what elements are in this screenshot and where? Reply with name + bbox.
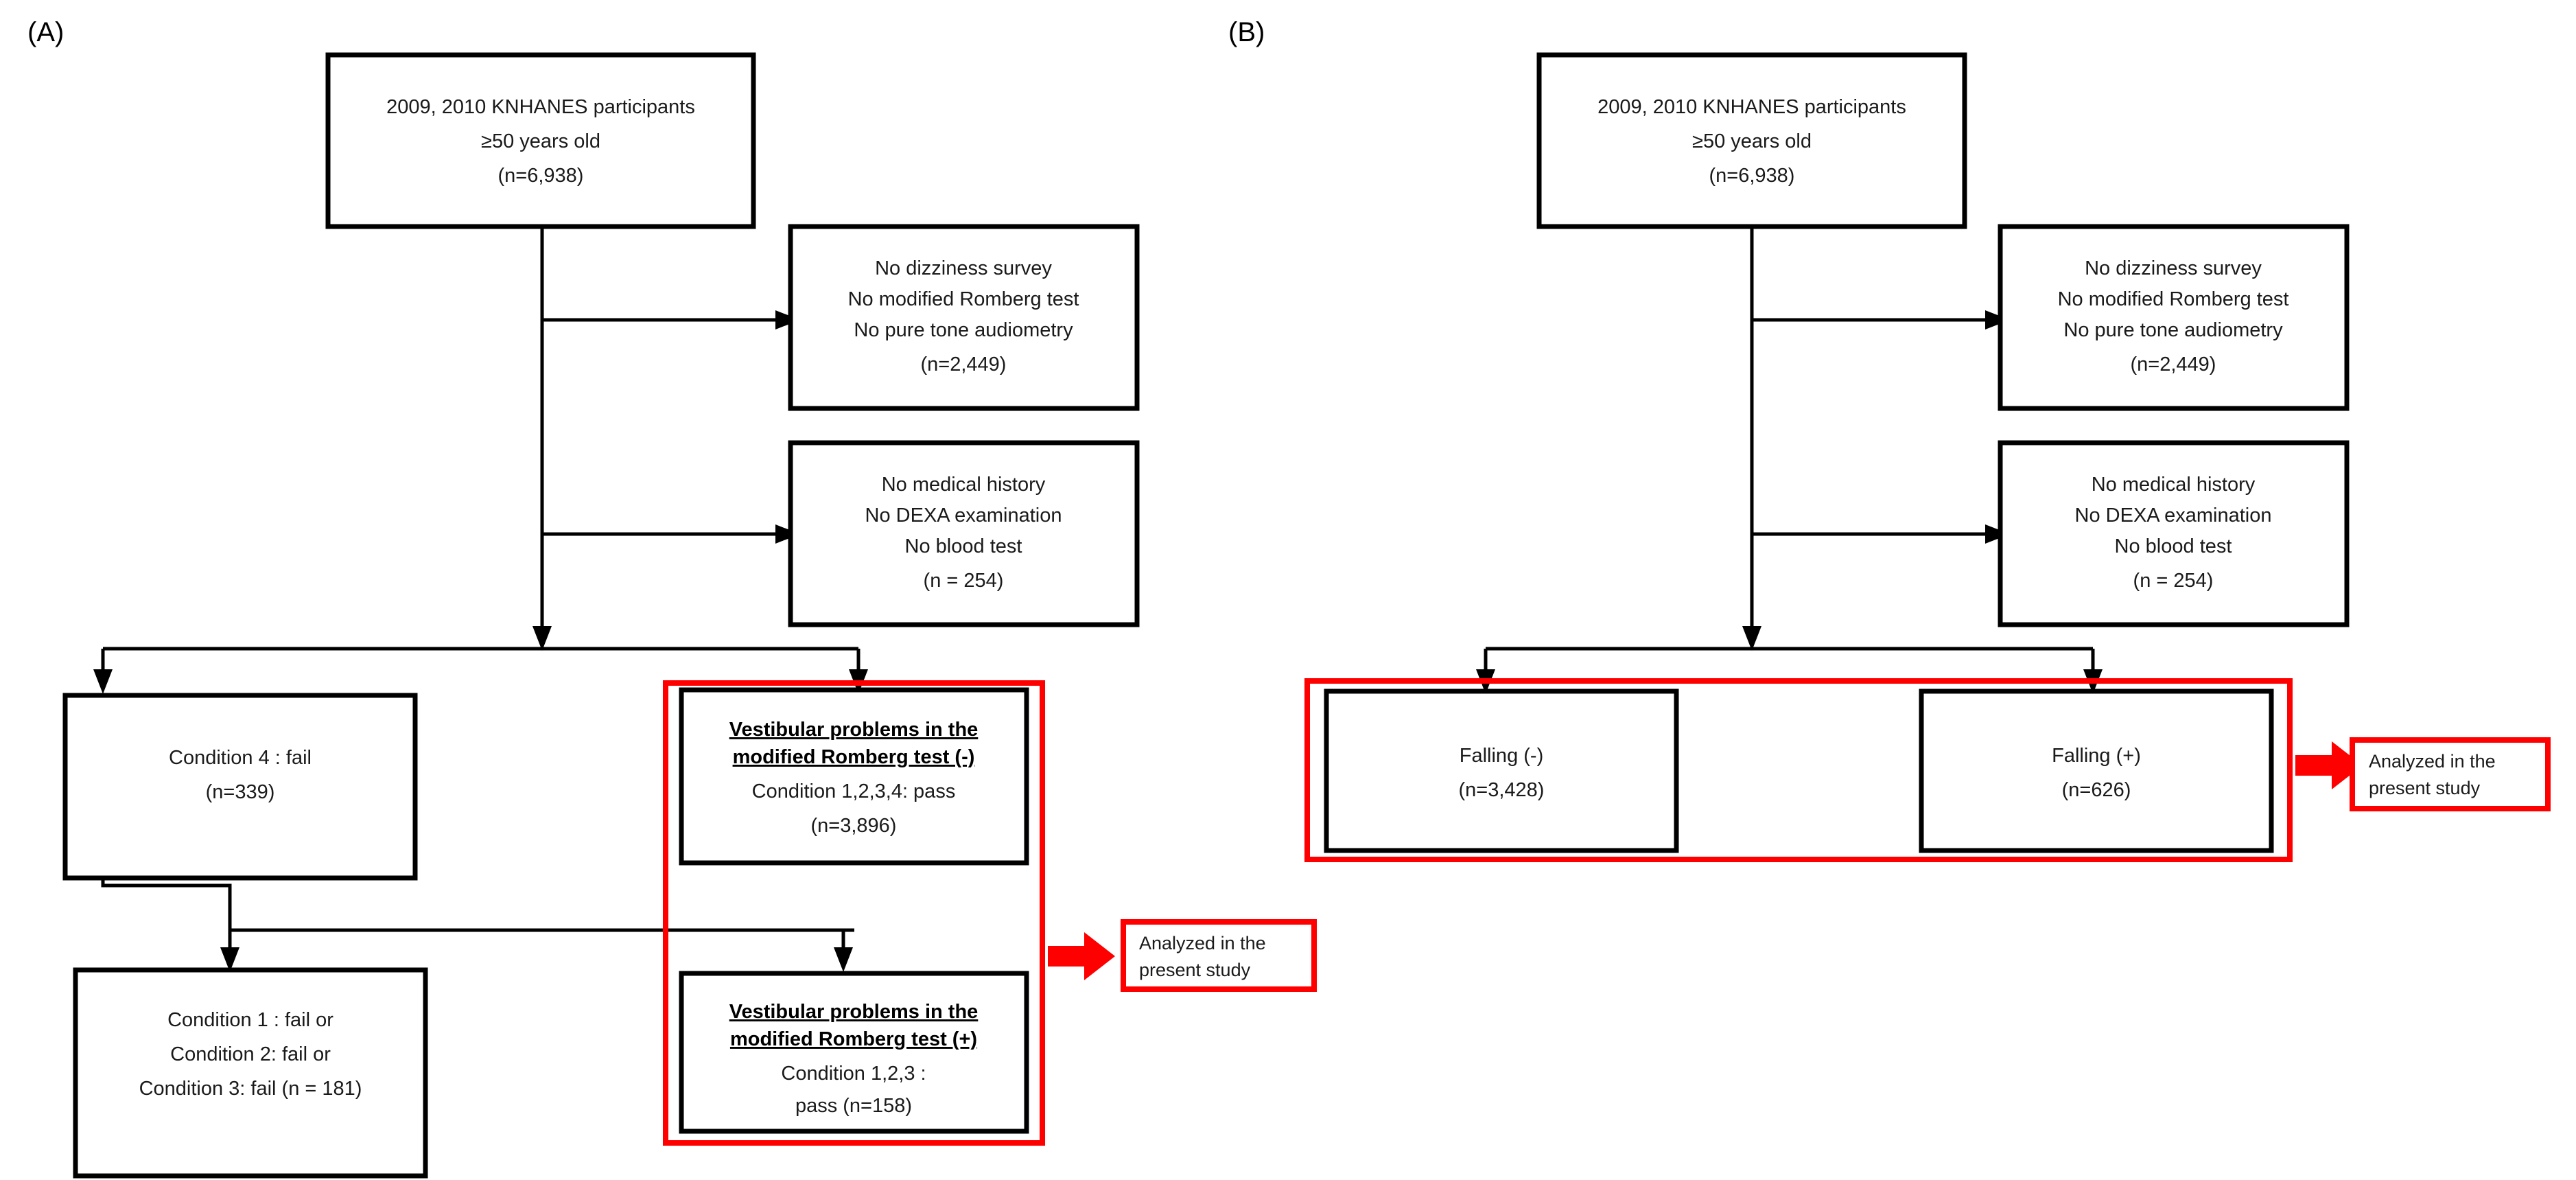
panel-b-exclusion-2-box: No medical history No DEXA examination N… bbox=[1998, 440, 2350, 627]
condition123-line-2: Condition 2: fail or bbox=[170, 1043, 331, 1065]
arrowhead-trunk-b bbox=[1742, 626, 1761, 651]
panel-a-analyzed-annotation: Analyzed in the present study bbox=[1048, 919, 1317, 992]
exclusion-2-line-4: (n = 254) bbox=[924, 570, 1004, 592]
panel-b-falling-negative-box: Falling (-) (n=3,428) bbox=[1324, 689, 1679, 853]
panel-b-label: (B) bbox=[1228, 17, 1265, 47]
analyzed-note-box bbox=[1121, 919, 1317, 992]
panel-a-condition4-box: Condition 4 : fail (n=339) bbox=[62, 693, 418, 881]
panel-a-condition123-box: Condition 1 : fail or Condition 2: fail … bbox=[73, 967, 428, 1179]
vestibular-positive-heading-2: modified Romberg test (+) bbox=[730, 1028, 977, 1050]
panel-a-highlight-rect bbox=[663, 680, 1045, 1146]
condition4-line-2: (n=339) bbox=[206, 781, 275, 803]
exclusion-2-line-3: No blood test bbox=[905, 535, 1022, 557]
panel-b-falling-positive-box: Falling (+) (n=626) bbox=[1919, 689, 2274, 853]
panel-a-source-box: 2009, 2010 KNHANES participants ≥50 year… bbox=[325, 52, 756, 229]
panel-a-label: (A) bbox=[27, 17, 64, 47]
condition123-line-1: Condition 1 : fail or bbox=[167, 1009, 333, 1031]
falling-negative-line-1: Falling (-) bbox=[1460, 745, 1543, 767]
vestibular-negative-line-2: (n=3,896) bbox=[811, 815, 897, 837]
panel-a-vestibular-positive-box: Vestibular problems in the modified Romb… bbox=[679, 971, 1029, 1134]
arrowhead-lower-right bbox=[834, 947, 853, 972]
analyzed-note-line-1: Analyzed in the bbox=[1139, 933, 1266, 953]
analyzed-note-b-line-1: Analyzed in the bbox=[2369, 751, 2496, 772]
exclusion-2-line-2: No DEXA examination bbox=[865, 505, 1062, 527]
falling-positive-line-1: Falling (+) bbox=[2052, 745, 2141, 767]
exclusion-2-b-line-4: (n = 254) bbox=[2133, 570, 2214, 592]
source-line-1: 2009, 2010 KNHANES participants bbox=[386, 96, 695, 118]
arrowhead-exclusion-1-b bbox=[1985, 310, 2010, 329]
exclusion-2-b-line-1: No medical history bbox=[2092, 474, 2256, 496]
falling-positive-line-2: (n=626) bbox=[2062, 779, 2131, 801]
red-arrow-icon-b bbox=[2295, 741, 2363, 789]
arrowhead-exclusion-2-b bbox=[1985, 524, 2010, 544]
exclusion-1-line-1: No dizziness survey bbox=[875, 257, 1052, 279]
exclusion-1-b-line-2: No modified Romberg test bbox=[2058, 288, 2289, 310]
source-b-line-1: 2009, 2010 KNHANES participants bbox=[1597, 96, 1906, 118]
exclusion-1-b-line-3: No pure tone audiometry bbox=[2063, 319, 2283, 341]
connector-condition4-down bbox=[101, 878, 854, 932]
panel-a-connectors bbox=[93, 229, 868, 972]
panel-b-exclusion-1-box: No dizziness survey No modified Romberg … bbox=[1998, 224, 2350, 411]
panel-a-exclusion-2-box: No medical history No DEXA examination N… bbox=[788, 440, 1140, 627]
vestibular-positive-heading-1: Vestibular problems in the bbox=[729, 1001, 979, 1023]
source-b-line-2: ≥50 years old bbox=[1692, 130, 1812, 152]
exclusion-1-line-2: No modified Romberg test bbox=[848, 288, 1079, 310]
vestibular-negative-line-1: Condition 1,2,3,4: pass bbox=[752, 780, 956, 802]
analyzed-note-b-line-2: present study bbox=[2369, 778, 2481, 798]
exclusion-1-b-line-1: No dizziness survey bbox=[2085, 257, 2262, 279]
condition4-line-1: Condition 4 : fail bbox=[169, 747, 312, 769]
exclusion-2-b-line-2: No DEXA examination bbox=[2075, 505, 2272, 527]
panel-a-exclusion-1-box: No dizziness survey No modified Romberg … bbox=[788, 224, 1140, 411]
arrowhead-split-left bbox=[93, 669, 113, 694]
panel-b-analyzed-annotation: Analyzed in the present study bbox=[2295, 737, 2551, 811]
analyzed-note-line-2: present study bbox=[1139, 960, 1251, 980]
arrowhead-lower-left bbox=[220, 947, 239, 972]
panel-b-source-box: 2009, 2010 KNHANES participants ≥50 year… bbox=[1536, 52, 1967, 229]
arrowhead-trunk bbox=[532, 626, 552, 651]
falling-negative-line-2: (n=3,428) bbox=[1459, 779, 1545, 801]
red-arrow-icon bbox=[1048, 932, 1115, 980]
exclusion-1-b-line-4: (n=2,449) bbox=[2131, 354, 2216, 375]
source-b-line-3: (n=6,938) bbox=[1709, 165, 1795, 187]
analyzed-note-box-b bbox=[2350, 737, 2551, 811]
exclusion-1-line-3: No pure tone audiometry bbox=[854, 319, 1073, 341]
condition123-line-3: Condition 3: fail (n = 181) bbox=[139, 1078, 362, 1100]
source-line-2: ≥50 years old bbox=[481, 130, 600, 152]
arrowhead-exclusion-1 bbox=[775, 310, 800, 329]
panel-a-vestibular-negative-box: Vestibular problems in the modified Romb… bbox=[679, 687, 1029, 866]
exclusion-1-line-4: (n=2,449) bbox=[921, 354, 1007, 375]
vestibular-negative-heading-2: modified Romberg test (-) bbox=[733, 746, 975, 768]
exclusion-2-line-1: No medical history bbox=[882, 474, 1046, 496]
vestibular-positive-line-1: Condition 1,2,3 : bbox=[781, 1063, 926, 1085]
vestibular-negative-heading-1: Vestibular problems in the bbox=[729, 719, 979, 741]
arrowhead-exclusion-2 bbox=[775, 524, 800, 544]
source-line-3: (n=6,938) bbox=[498, 165, 584, 187]
exclusion-2-b-line-3: No blood test bbox=[2115, 535, 2232, 557]
vestibular-positive-line-2: pass (n=158) bbox=[795, 1095, 912, 1117]
panel-b-highlight-rect bbox=[1304, 678, 2293, 862]
